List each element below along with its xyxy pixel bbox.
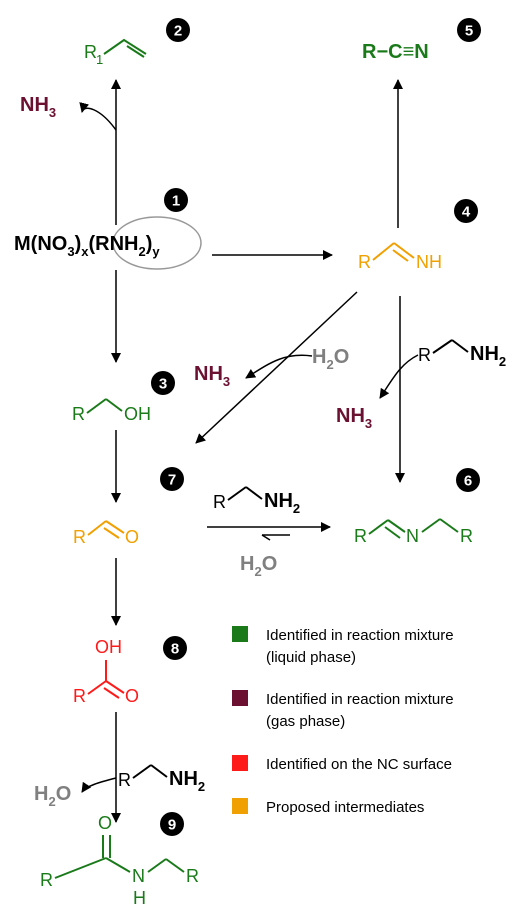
svg-text:O: O xyxy=(125,686,139,706)
svg-text:R: R xyxy=(73,527,86,547)
svg-text:9: 9 xyxy=(168,817,176,834)
legend-item-gas: Identified in reaction mixture (gas phas… xyxy=(232,690,454,730)
reaction-arrows xyxy=(79,79,419,823)
svg-text:OH: OH xyxy=(124,404,151,424)
legend-item-surface: Identified on the NC surface xyxy=(232,755,452,773)
compound-4-imine: R NH xyxy=(358,242,442,272)
legend-swatch-surface xyxy=(232,755,248,771)
svg-text:O: O xyxy=(125,527,139,547)
svg-text:OH: OH xyxy=(95,637,122,657)
legend-swatch-intermediate xyxy=(232,798,248,814)
svg-text:Proposed intermediates: Proposed intermediates xyxy=(266,799,424,816)
badge-4: 4 xyxy=(454,199,478,223)
badge-5: 5 xyxy=(457,18,481,42)
svg-text:1: 1 xyxy=(96,52,103,67)
svg-text:R: R xyxy=(84,42,97,62)
svg-text:4: 4 xyxy=(462,204,471,221)
svg-text:Identified on the NC surface: Identified on the NC surface xyxy=(266,756,452,773)
nh3-label-top: NH3 xyxy=(20,94,56,120)
compound-7-aldehyde: R O xyxy=(73,520,139,547)
badge-9: 9 xyxy=(160,812,184,836)
svg-text:R: R xyxy=(40,870,53,890)
svg-text:6: 6 xyxy=(464,473,472,490)
compound-3-alcohol: R OH xyxy=(72,398,151,424)
compound-9-amide: O R N H R xyxy=(40,813,199,908)
svg-text:R: R xyxy=(72,404,85,424)
legend: Identified in reaction mixture (liquid p… xyxy=(232,626,454,816)
svg-text:O: O xyxy=(98,813,112,833)
precursor-complex: M(NO3)x(RNH2)y xyxy=(14,216,202,270)
legend-item-intermediate: Proposed intermediates xyxy=(232,798,424,816)
amine-reagent-center: R NH2 xyxy=(213,486,300,516)
amine-reagent-bottom: R NH2 xyxy=(118,764,205,794)
svg-text:R: R xyxy=(460,526,473,546)
badge-2: 2 xyxy=(166,18,190,42)
svg-text:R: R xyxy=(354,526,367,546)
nh3-label-mid: NH3 xyxy=(194,363,230,389)
svg-text:NH: NH xyxy=(416,252,442,272)
compound-5-nitrile: R−C≡N xyxy=(362,41,429,63)
svg-text:H: H xyxy=(133,888,146,908)
svg-text:Identified in reaction mixture: Identified in reaction mixture xyxy=(266,627,454,644)
h2o-label-mid: H2O xyxy=(312,346,349,372)
legend-swatch-liquid xyxy=(232,626,248,642)
svg-text:7: 7 xyxy=(168,472,176,489)
svg-text:Identified in reaction mixture: Identified in reaction mixture xyxy=(266,691,454,708)
svg-text:NH2: NH2 xyxy=(264,490,300,516)
nh3-label-right: NH3 xyxy=(336,405,372,431)
badge-6: 6 xyxy=(456,468,480,492)
svg-text:M(NO3)x(RNH2)y: M(NO3)x(RNH2)y xyxy=(14,233,160,259)
h2o-label-bottom: H2O xyxy=(34,783,71,809)
svg-text:R: R xyxy=(73,686,86,706)
h2o-label-equilibrium: H2O xyxy=(240,553,277,579)
svg-text:R: R xyxy=(186,866,199,886)
legend-item-liquid: Identified in reaction mixture (liquid p… xyxy=(232,626,454,666)
svg-text:2: 2 xyxy=(174,23,182,40)
svg-text:R: R xyxy=(118,770,131,790)
badge-3: 3 xyxy=(151,371,175,395)
compound-6-secondary-imine: R N R xyxy=(354,518,473,546)
svg-text:1: 1 xyxy=(172,193,180,210)
svg-text:N: N xyxy=(132,866,145,886)
svg-text:(liquid phase): (liquid phase) xyxy=(266,649,356,666)
svg-text:(gas phase): (gas phase) xyxy=(266,713,345,730)
badge-1: 1 xyxy=(164,188,188,212)
amine-reagent-right: R NH2 xyxy=(418,339,506,369)
badge-7: 7 xyxy=(160,467,184,491)
svg-text:N: N xyxy=(406,526,419,546)
compound-2-alkene: R 1 xyxy=(84,38,147,67)
svg-text:5: 5 xyxy=(465,23,473,40)
svg-text:3: 3 xyxy=(159,376,167,393)
svg-text:R: R xyxy=(358,252,371,272)
badge-8: 8 xyxy=(163,636,187,660)
legend-swatch-gas xyxy=(232,690,248,706)
svg-text:R: R xyxy=(213,492,226,512)
svg-text:R: R xyxy=(418,345,431,365)
svg-text:NH2: NH2 xyxy=(169,768,205,794)
svg-text:8: 8 xyxy=(171,641,179,658)
svg-text:NH2: NH2 xyxy=(470,343,506,369)
compound-8-carboxylic-acid: OH R O xyxy=(73,637,139,706)
